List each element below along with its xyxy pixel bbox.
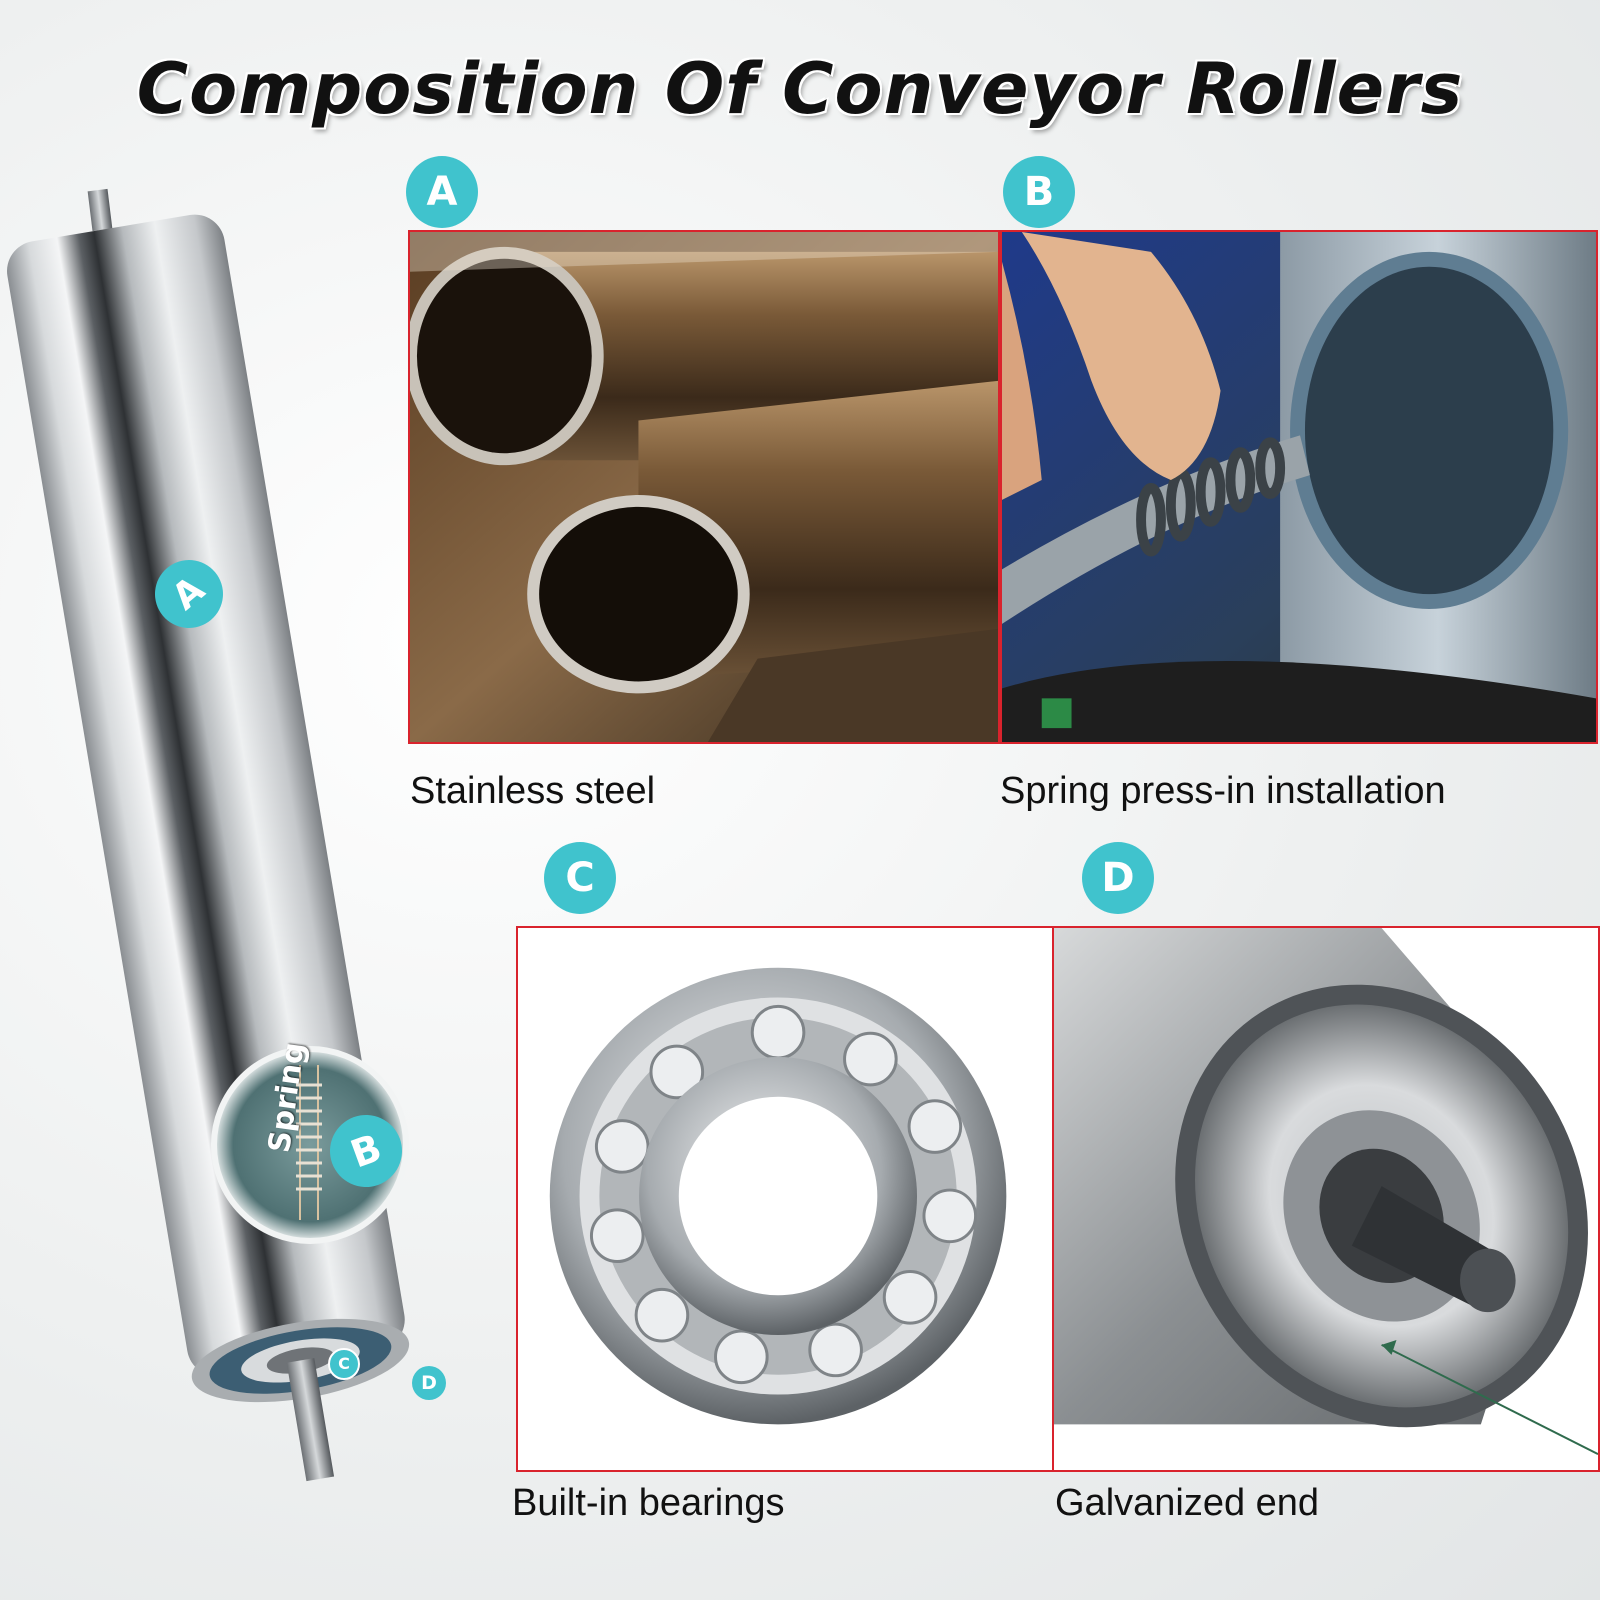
badge-d: D (1082, 842, 1154, 914)
caption-spring-installation: Spring press-in installation (1000, 770, 1446, 812)
panel-galvanized-end-image (1052, 926, 1600, 1472)
page-title: Composition Of Conveyor Rollers (136, 48, 1464, 130)
panel-spring-installation-image (1000, 230, 1598, 744)
caption-stainless-steel: Stainless steel (410, 770, 656, 812)
panel-bearings-image (516, 926, 1054, 1472)
panel-stainless-steel-image (408, 230, 1000, 744)
caption-galvanized-end: Galvanized end (1055, 1482, 1320, 1524)
roller-illustration (0, 180, 520, 1520)
roller-label-c: C (328, 1348, 360, 1380)
caption-bearings: Built-in bearings (512, 1482, 785, 1524)
badge-c: C (544, 842, 616, 914)
badge-b: B (1003, 156, 1075, 228)
badge-a: A (406, 156, 478, 228)
roller-label-d: D (412, 1366, 446, 1400)
